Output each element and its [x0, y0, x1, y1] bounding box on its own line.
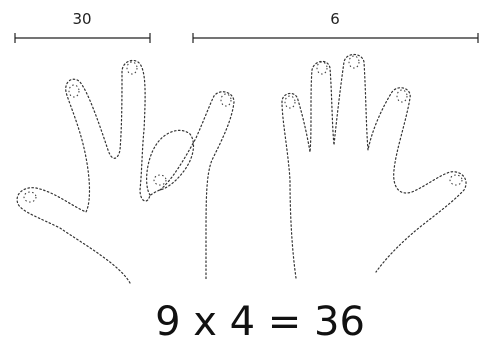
right-nail-1 — [285, 96, 295, 108]
left-nail-4 — [154, 175, 166, 185]
right-nail-5 — [450, 175, 462, 185]
tens-bracket: 30 — [15, 10, 150, 43]
left-nail-1 — [24, 192, 36, 202]
equation-text: 9 x 4 = 36 — [155, 299, 365, 345]
left-index-finger — [160, 92, 234, 280]
left-hand — [17, 60, 234, 283]
left-nail-3 — [127, 62, 137, 74]
left-nail-2 — [69, 85, 79, 97]
units-bracket: 6 — [193, 10, 478, 43]
left-nail-5 — [221, 94, 231, 106]
left-hand-outline — [17, 60, 150, 283]
right-hand — [282, 55, 466, 279]
right-hand-outline — [282, 55, 466, 279]
right-nail-4 — [397, 90, 407, 102]
right-nail-2 — [317, 62, 327, 74]
right-nail-3 — [349, 56, 359, 68]
tens-label: 30 — [72, 10, 91, 28]
units-label: 6 — [330, 10, 340, 28]
left-folded-finger — [147, 130, 194, 195]
